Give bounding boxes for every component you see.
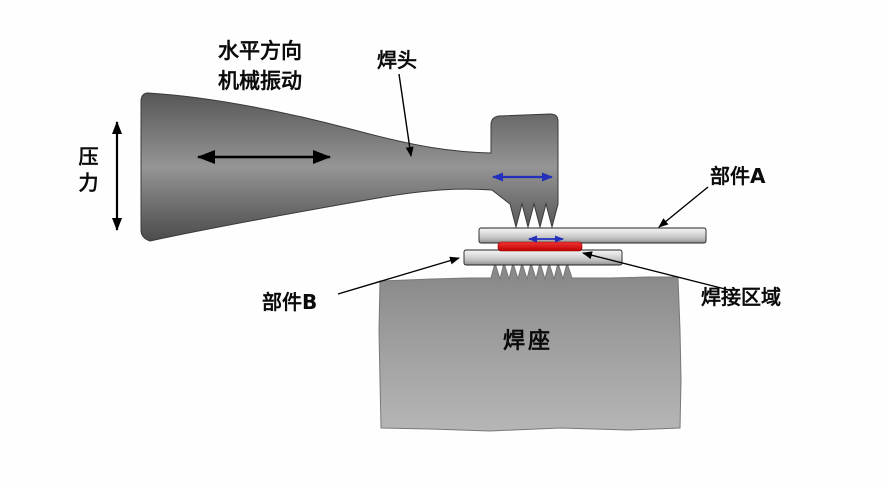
weld-zone-label: 焊接区域 [701, 285, 781, 309]
weld-zone-area [497, 241, 583, 252]
vibration-label: 水平方向 机械振动 [218, 39, 302, 94]
part-b-pointer-line [337, 256, 460, 295]
horn-pointer-line [398, 73, 414, 157]
weld-zone-pointer-line [582, 251, 730, 291]
part-a-plate [478, 227, 707, 244]
part-a-label: 部件A [710, 164, 766, 188]
anvil-label: 焊座 [502, 329, 553, 354]
pressure-label: 压力 [75, 146, 99, 198]
horn-label: 焊头 [377, 48, 417, 72]
horn-shape [140, 92, 559, 242]
anvil-shape [378, 261, 682, 432]
part-b-label: 部件B [262, 290, 318, 314]
part-a-pointer-line [658, 186, 709, 228]
